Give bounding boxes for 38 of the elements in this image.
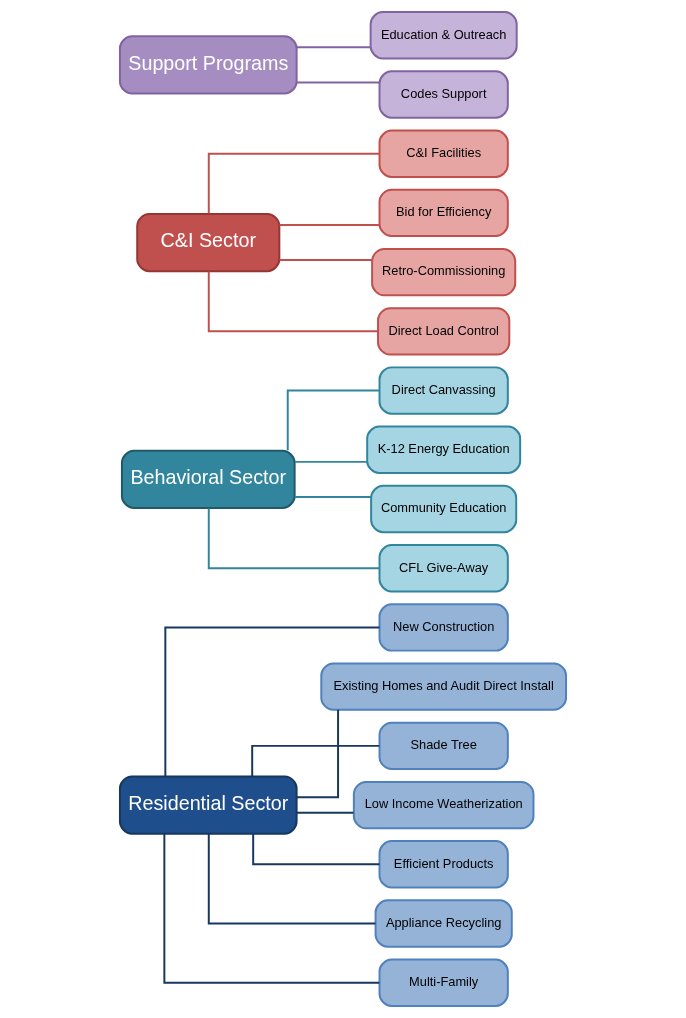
connector xyxy=(295,46,372,49)
node-box: Community Education xyxy=(370,484,518,534)
connector xyxy=(163,833,381,984)
node-box: CFL Give-Away xyxy=(378,544,509,593)
connector xyxy=(164,626,381,778)
node-box: Bid for Efficiency xyxy=(378,188,509,238)
node-box: Direct Load Control xyxy=(377,307,511,356)
node-box: Direct Canvassing xyxy=(378,366,509,415)
node-box: Low Income Weatherization xyxy=(352,780,535,830)
node-box: Education & Outreach xyxy=(369,11,518,60)
node-box: Efficient Products xyxy=(378,840,509,889)
connector xyxy=(295,811,355,814)
node-box: Residential Sector xyxy=(118,775,298,835)
node-box: Codes Support xyxy=(378,70,509,119)
connector xyxy=(278,259,373,262)
node-box: Appliance Recycling xyxy=(374,899,513,948)
node-box: K-12 Energy Education xyxy=(366,425,522,474)
node-box: Retro-Commissioning xyxy=(371,247,517,297)
node-box: C&I Sector xyxy=(136,212,281,273)
node-box: Existing Homes and Audit Direct Install xyxy=(320,662,568,711)
connector xyxy=(286,389,381,452)
connector xyxy=(293,460,368,463)
connector xyxy=(207,507,381,570)
connector xyxy=(295,708,340,799)
connector xyxy=(293,495,373,498)
connector xyxy=(207,152,381,215)
connector xyxy=(278,224,381,226)
node-box: C&I Facilities xyxy=(378,129,509,178)
node-box: New Construction xyxy=(378,603,509,652)
node-box: Multi-Family xyxy=(378,958,509,1007)
connector xyxy=(207,270,379,333)
connector xyxy=(295,81,381,84)
node-box: Behavioral Sector xyxy=(120,449,296,509)
node-box: Support Programs xyxy=(118,35,298,95)
node-box: Shade Tree xyxy=(378,721,509,771)
connector xyxy=(251,744,381,778)
connector xyxy=(207,832,377,925)
connector xyxy=(252,833,381,866)
